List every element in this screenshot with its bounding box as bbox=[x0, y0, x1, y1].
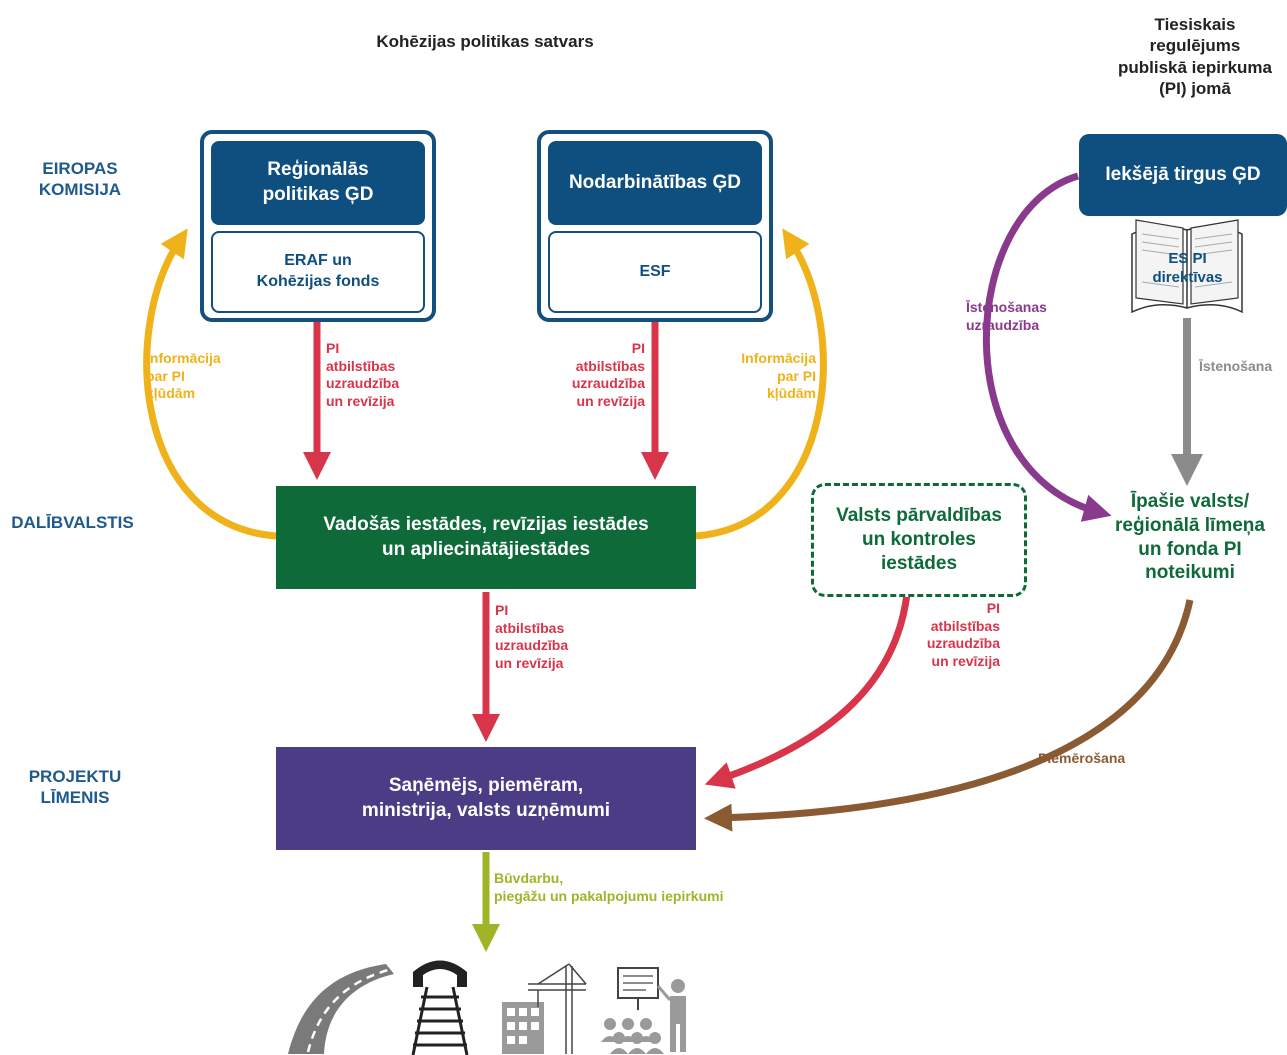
beneficiary-box: Saņēmējs, piemēram, ministrija, valsts u… bbox=[276, 747, 696, 850]
dg-empl-box: Nodarbinātības ĢD ESF bbox=[537, 130, 773, 322]
national-rules-label: Īpašie valsts/ reģionālā līmeņa un fonda… bbox=[1115, 491, 1265, 584]
dg-empl-title: Nodarbinātības ĢD bbox=[548, 141, 762, 225]
railway-icon bbox=[411, 960, 469, 1055]
label-implementation: Īstenošana bbox=[1199, 358, 1273, 374]
dg-market-title: Iekšējā tirgus ĢD bbox=[1079, 134, 1287, 216]
label-info-right: Informācija par PI kļūdām bbox=[741, 350, 816, 401]
label-procurement: Būvdarbu, piegāžu un pakalpojumu iepirku… bbox=[494, 870, 724, 904]
dg-empl-fund: ESF bbox=[548, 231, 762, 313]
label-pi-audit-empl: PI atbilstības uzraudzība un revīzija bbox=[571, 340, 645, 409]
level-project: PROJEKTU LĪMENIS bbox=[28, 767, 122, 808]
label-info-left: Informācija par PI kļūdām bbox=[146, 350, 221, 401]
control-bodies-box: Valsts pārvaldības un kontroles iestādes bbox=[811, 483, 1027, 597]
level-member-states: DALĪBVALSTIS bbox=[11, 513, 134, 532]
arrow-info-right bbox=[695, 228, 827, 540]
level-european-commission: EIROPAS KOMISIJA bbox=[38, 159, 122, 200]
eu-directives-label: ES PI direktīvas bbox=[1152, 250, 1223, 286]
authorities-box: Vadošās iestādes, revīzijas iestādes un … bbox=[276, 486, 696, 589]
road-icon bbox=[288, 964, 394, 1054]
label-pi-audit-regio: PI atbilstības uzraudzība un revīzija bbox=[326, 340, 400, 409]
arrow-control-to-beneficiary bbox=[704, 593, 911, 789]
dg-regio-funds: ERAF un Kohēzijas fonds bbox=[211, 231, 425, 313]
training-icon bbox=[601, 967, 686, 1054]
arrow-info-left bbox=[143, 228, 277, 540]
arrow-application bbox=[704, 599, 1194, 832]
label-pi-audit-authorities: PI atbilstības uzraudzība un revīzija bbox=[495, 602, 569, 671]
header-cohesion: Kohēzijas politikas satvars bbox=[376, 32, 594, 51]
book-icon bbox=[1131, 219, 1243, 314]
label-application: Piemērošana bbox=[1038, 750, 1126, 766]
dg-regio-title: Reģionālās politikas ĢD bbox=[211, 141, 425, 225]
arrow-impl-monitoring bbox=[982, 172, 1112, 522]
label-pi-audit-control: PI atbilstības uzraudzība un revīzija bbox=[926, 600, 1000, 669]
construction-icon bbox=[502, 963, 587, 1054]
dg-regio-box: Reģionālās politikas ĢD ERAF un Kohēzija… bbox=[200, 130, 436, 322]
header-legal-framework: Tiesiskais regulējums publiskā iepirkuma… bbox=[1118, 15, 1272, 98]
label-impl-monitoring: Īstenošanas uzraudzība bbox=[966, 299, 1047, 333]
